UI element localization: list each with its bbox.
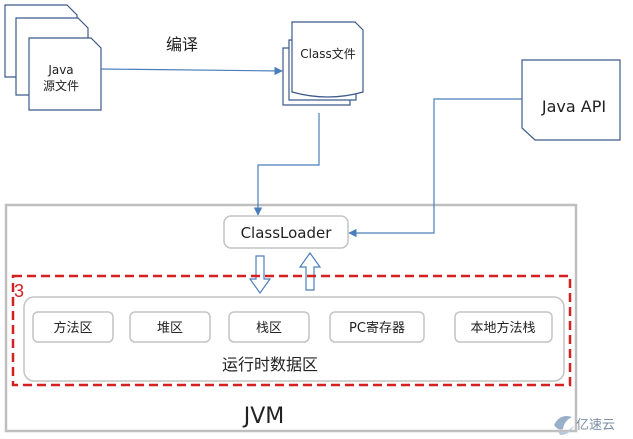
jvm-frame <box>4 203 578 433</box>
region-heap: 堆区 <box>129 311 211 343</box>
watermark-text: 亿速云 <box>576 418 615 433</box>
region-label: 堆区 <box>157 321 183 336</box>
watermark-logo-icon <box>554 416 574 435</box>
return-up-arrow <box>298 251 322 291</box>
class-file-stack: Class文件 <box>282 21 364 106</box>
runtime-area-highlight <box>11 274 572 387</box>
java-source-file-stack: Java 源文件 <box>4 4 102 111</box>
class-file-label: Class文件 <box>300 46 356 61</box>
region-label: 栈区 <box>256 321 282 336</box>
java-api-label: Java API <box>541 97 606 116</box>
compile-label: 编译 <box>166 35 198 54</box>
java-source-label-line2: 源文件 <box>43 78 79 93</box>
class-loader-label: ClassLoader <box>241 224 333 242</box>
region-native-method-stack: 本地方法栈 <box>454 311 553 343</box>
java-source-label-line1: Java <box>47 63 73 77</box>
class-loader-box: ClassLoader <box>223 215 349 249</box>
class-to-loader-arrow <box>253 113 320 216</box>
region-stack: 栈区 <box>228 311 310 343</box>
region-label: 方法区 <box>53 320 92 336</box>
load-down-arrow <box>248 255 272 295</box>
region-method-area: 方法区 <box>32 311 114 343</box>
api-to-loader-arrow <box>348 98 522 238</box>
watermark: 亿速云 <box>554 416 615 435</box>
java-api-box: Java API <box>521 59 621 141</box>
highlight-marker-number: 3 <box>14 281 24 301</box>
region-label: PC寄存器 <box>349 320 405 336</box>
runtime-area-label: 运行时数据区 <box>222 355 318 374</box>
region-pc-register: PC寄存器 <box>329 311 425 343</box>
region-label: 本地方法栈 <box>470 320 535 336</box>
compile-arrow <box>100 66 283 76</box>
jvm-label: JVM <box>242 404 285 429</box>
